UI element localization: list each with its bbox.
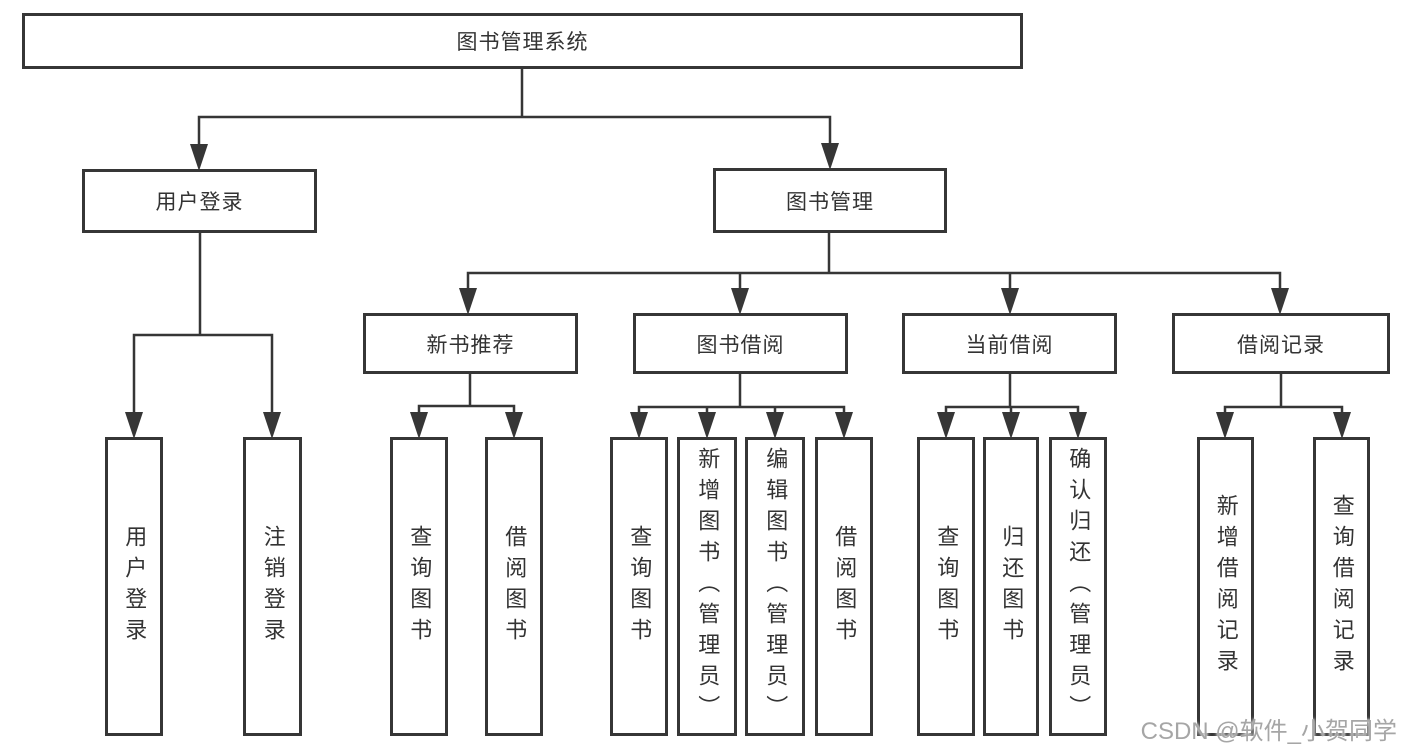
arrow-down-icon	[766, 412, 784, 439]
node-borrowing-records: 借阅记录	[1172, 313, 1390, 374]
leaf-bb-query-books-label: 查询图书	[627, 524, 653, 649]
leaf-br-add-record: 新增借阅记录	[1197, 437, 1254, 736]
node-borrowing-records-label: 借阅记录	[1237, 333, 1325, 357]
arrow-down-icon	[698, 412, 716, 439]
arrow-down-icon	[1001, 288, 1019, 315]
leaf-rec-query-books: 查询图书	[390, 437, 448, 736]
leaf-br-query-record: 查询借阅记录	[1313, 437, 1370, 736]
leaf-br-query-record-label: 查询借阅记录	[1329, 493, 1355, 680]
leaf-rec-query-books-label: 查询图书	[407, 524, 433, 649]
connector-bookmgmt-to-level3	[466, 231, 1282, 292]
leaf-logout-label: 注销登录	[260, 524, 286, 649]
arrow-down-icon	[821, 143, 839, 170]
leaf-br-add-record-label: 新增借阅记录	[1213, 493, 1239, 680]
arrow-down-icon	[835, 412, 853, 439]
connector-currentborrow-to-leaves	[944, 372, 1080, 416]
leaf-cb-return-books-label: 归还图书	[999, 524, 1025, 649]
node-book-management: 图书管理	[713, 168, 947, 233]
leaf-rec-borrow-books: 借阅图书	[485, 437, 543, 736]
connector-bookborrow-to-leaves	[637, 372, 846, 416]
node-root-label: 图书管理系统	[456, 31, 589, 54]
node-user-login-label: 用户登录	[155, 191, 244, 214]
leaf-bb-borrow-books-label: 借阅图书	[832, 524, 858, 649]
connector-root-to-level2	[197, 67, 832, 148]
leaf-cb-query-books-label: 查询图书	[934, 524, 960, 649]
leaf-user-login: 用户登录	[105, 437, 163, 736]
leaf-rec-borrow-books-label: 借阅图书	[502, 524, 528, 649]
arrow-down-icon	[1002, 412, 1020, 439]
leaf-cb-confirm-return-admin-label: 确认归还（管理员）	[1066, 447, 1092, 726]
csdn-watermark: CSDN @软件_小贺同学	[1140, 718, 1397, 745]
leaf-bb-borrow-books: 借阅图书	[815, 437, 873, 736]
node-book-borrowing-label: 图书借阅	[696, 333, 785, 357]
leaf-cb-confirm-return-admin: 确认归还（管理员）	[1049, 437, 1107, 736]
arrow-down-icon	[1271, 288, 1289, 315]
node-user-login: 用户登录	[82, 169, 317, 233]
arrow-down-icon	[1069, 412, 1087, 439]
leaf-bb-query-books: 查询图书	[610, 437, 668, 736]
leaf-logout: 注销登录	[243, 437, 302, 736]
leaf-cb-return-books: 归还图书	[983, 437, 1039, 736]
arrow-down-icon	[731, 288, 749, 315]
arrow-down-icon	[190, 144, 208, 171]
arrow-down-icon	[630, 412, 648, 439]
arrow-down-icon	[410, 412, 428, 439]
leaf-bb-edit-books-admin-label: 编辑图书（管理员）	[763, 447, 789, 726]
node-new-book-recommendation: 新书推荐	[363, 313, 578, 374]
arrow-down-icon	[459, 288, 477, 315]
connector-userlogin-to-leaves	[132, 231, 274, 416]
connector-borrowrecord-to-leaves	[1223, 372, 1344, 416]
node-new-book-recommendation-label: 新书推荐	[426, 333, 515, 357]
leaf-bb-edit-books-admin: 编辑图书（管理员）	[745, 437, 805, 736]
node-root: 图书管理系统	[22, 13, 1023, 69]
arrow-down-icon	[1216, 412, 1234, 439]
connector-newbookrec-to-leaves	[417, 372, 516, 416]
leaf-bb-add-books-admin-label: 新增图书（管理员）	[695, 447, 721, 726]
node-current-borrowing-label: 当前借阅	[965, 333, 1054, 357]
arrow-down-icon	[263, 412, 281, 439]
arrow-down-icon	[125, 412, 143, 439]
node-book-borrowing: 图书借阅	[633, 313, 848, 374]
arrowhead-icons	[125, 143, 1351, 439]
leaf-bb-add-books-admin: 新增图书（管理员）	[677, 437, 737, 736]
node-current-borrowing: 当前借阅	[902, 313, 1117, 374]
node-book-management-label: 图书管理	[786, 190, 874, 214]
arrow-down-icon	[937, 412, 955, 439]
leaf-cb-query-books: 查询图书	[917, 437, 975, 736]
arrow-down-icon	[505, 412, 523, 439]
leaf-user-login-label: 用户登录	[122, 524, 148, 649]
arrow-down-icon	[1333, 412, 1351, 439]
